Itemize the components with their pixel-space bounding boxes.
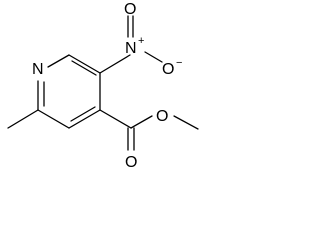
bond-c5-nitro-n: [99, 54, 131, 74]
bond-c4-c3: [68, 109, 101, 129]
bond-c4-c3-inner: [70, 106, 96, 122]
bond-carbonyl-c-ether-o: [130, 115, 153, 129]
bond-c3-c2: [37, 109, 70, 129]
bond-c4-carbonyl-c: [99, 109, 132, 129]
atom-ester-carbonyl-oxygen: O: [125, 154, 137, 171]
methyl-2-methyl-5-nitroisonicotinate-structure: N N + O O − O O: [7, 1, 199, 171]
atom-ester-ether-oxygen: O: [156, 108, 168, 125]
atom-nitro-nitrogen: N: [125, 40, 137, 57]
nitro-oxygen-charge: −: [176, 57, 182, 69]
bond-nitro-n-o-single: [144, 51, 163, 63]
bond-n1-c6: [47, 54, 70, 68]
bond-c6-c5: [68, 54, 101, 74]
bonds: [7, 15, 199, 151]
atom-nitro-oxygen-double: O: [124, 1, 136, 18]
atom-ring-nitrogen: N: [32, 61, 44, 78]
bond-ether-o-methyl: [173, 115, 199, 130]
bond-c6-c5-inner: [71, 60, 97, 76]
nitro-nitrogen-charge: +: [138, 35, 144, 47]
atom-nitro-oxygen-single: O: [162, 61, 174, 78]
bond-c2-methyl: [7, 109, 39, 129]
